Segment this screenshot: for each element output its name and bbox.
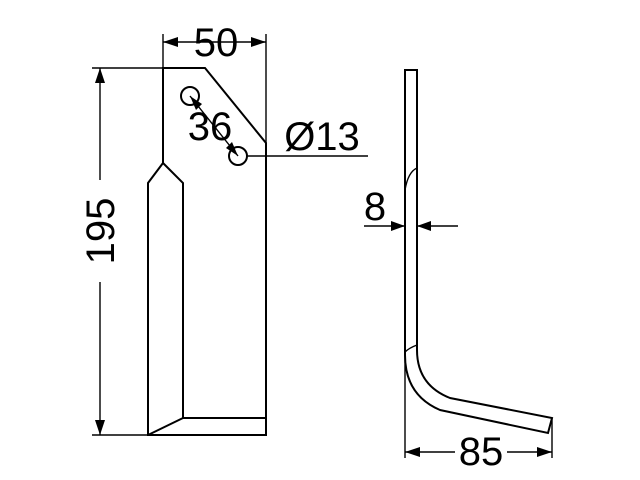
thickness-label: 8 [364, 185, 386, 229]
height-dimension: 195 [79, 67, 163, 436]
thickness-dimension: 8 [364, 185, 458, 231]
blade-side-outline [404, 69, 554, 435]
side-bend-lower [404, 344, 418, 353]
hole-diameter-label: Ø13 [284, 115, 360, 159]
front-view [147, 67, 267, 436]
side-view [404, 69, 554, 435]
hole-spacing-label: 36 [188, 105, 233, 149]
blade-bevel-edge [147, 162, 266, 436]
bend-reach-dimension: 85 [404, 355, 553, 474]
blade-front-outline [147, 67, 267, 436]
width-label: 50 [194, 21, 239, 65]
mounting-hole-top [180, 86, 200, 106]
width-dimension: 50 [162, 21, 267, 143]
bend-reach-label: 85 [459, 430, 504, 474]
hole-spacing-dimension: 36 [188, 95, 239, 157]
hole-diameter-leader: Ø13 [246, 115, 368, 159]
side-bend-upper [404, 167, 418, 191]
height-label: 195 [79, 198, 123, 265]
